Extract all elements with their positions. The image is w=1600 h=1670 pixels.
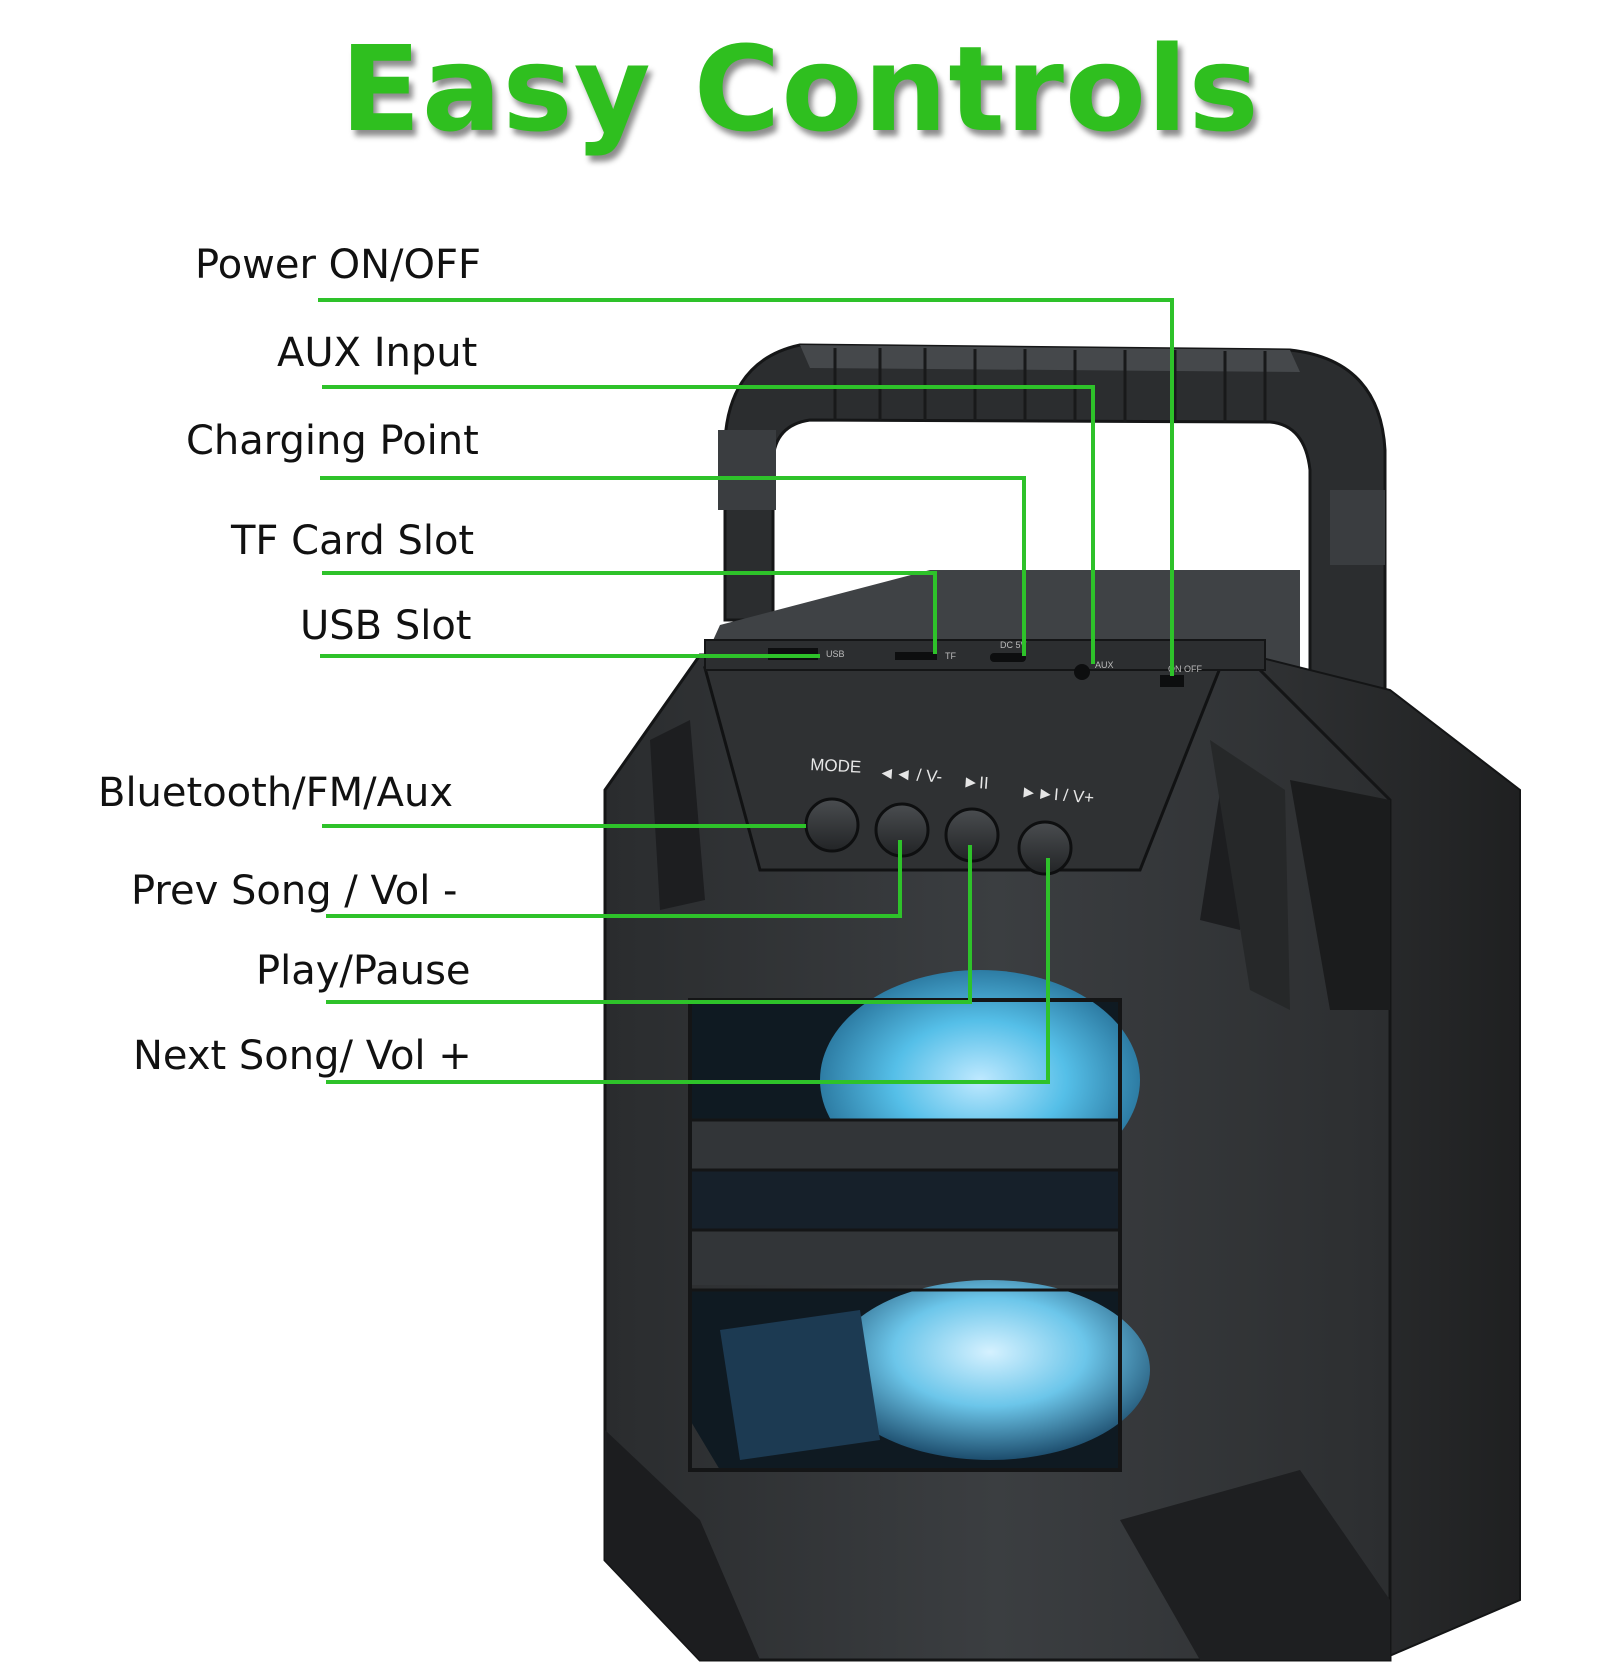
- speaker-grille: [688, 970, 1150, 1472]
- label-bluetooth-fm-aux: Bluetooth/FM/Aux: [98, 770, 454, 816]
- leader-power: [318, 298, 1174, 676]
- aux-jack: [1074, 664, 1090, 680]
- label-tf-card-slot: TF Card Slot: [231, 518, 475, 564]
- power-switch: [1160, 675, 1184, 687]
- leader-play: [326, 845, 972, 1004]
- prev-button-label: ◄◄ / V-: [878, 763, 943, 786]
- play-button-label: ►II: [962, 772, 990, 793]
- page-title: Easy Controls: [340, 20, 1260, 158]
- label-power-on-off: Power ON/OFF: [195, 242, 482, 288]
- charging-port-label: DC 5V: [1000, 640, 1027, 650]
- leader-charging: [320, 476, 1026, 656]
- label-charging-point: Charging Point: [186, 418, 479, 464]
- leader-aux: [322, 385, 1095, 664]
- label-prev-song-vol-down: Prev Song / Vol -: [131, 868, 458, 914]
- label-next-song-vol-up: Next Song/ Vol +: [133, 1033, 472, 1079]
- control-buttons: MODE ◄◄ / V- ►II ►►I / V+: [804, 755, 1095, 876]
- speaker-body: USB TF DC 5V AUX ON OFF: [603, 570, 1521, 1662]
- lower-speaker-cone: [830, 1280, 1150, 1460]
- tf-slot-label: TF: [945, 651, 956, 661]
- mode-button[interactable]: [804, 797, 860, 853]
- aux-jack-label: AUX: [1095, 660, 1114, 670]
- mode-button-label: MODE: [810, 755, 862, 777]
- usb-port-label: USB: [826, 649, 845, 659]
- label-usb-slot: USB Slot: [300, 603, 472, 649]
- power-switch-label: ON OFF: [1168, 664, 1202, 674]
- charging-port: [990, 653, 1026, 662]
- leader-next: [326, 858, 1050, 1084]
- label-aux-input: AUX Input: [277, 330, 478, 376]
- leader-lines: [318, 298, 1174, 1084]
- tf-slot: [895, 652, 937, 660]
- leader-tf: [322, 571, 937, 654]
- next-vol-up-button[interactable]: [1017, 820, 1073, 876]
- leader-prev: [326, 840, 902, 918]
- label-play-pause: Play/Pause: [256, 948, 471, 994]
